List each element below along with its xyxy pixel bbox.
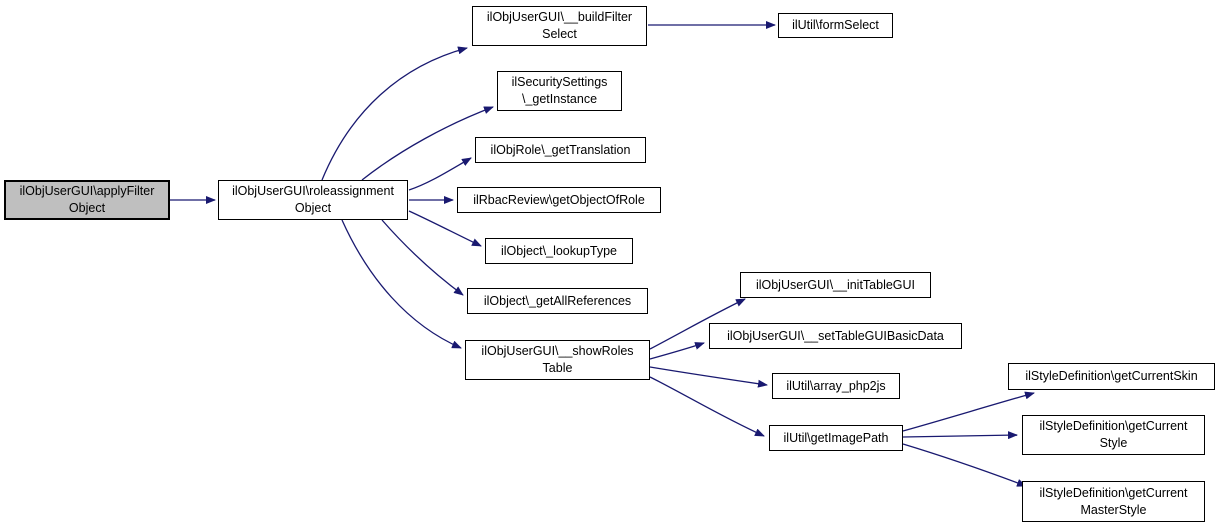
node-label-line: ilUtil\getImagePath <box>783 430 889 445</box>
edge-showrolestable-to-arrayphp2js <box>649 366 768 388</box>
node-label-line: ilObjUserGUI\__initTableGUI <box>755 277 916 292</box>
edge-showrolestable-to-inittablegui <box>649 298 746 350</box>
node-label-line: ilObjUserGUI\__setTableGUIBasicData <box>727 328 944 343</box>
node-ilstyledefinition-getcurrentmasterstyle[interactable]: ilStyleDefinition\getCurrent MasterStyle <box>1022 481 1205 522</box>
node-label-line: ilObjUserGUI\roleassignment <box>232 184 394 198</box>
node-label-line: \_getInstance <box>521 92 598 106</box>
node-label-line: ilRbacReview\getObjectOfRole <box>473 192 645 207</box>
node-label-line: ilStyleDefinition\getCurrent <box>1039 485 1188 500</box>
node-ilobjusergui-applyfilterobject[interactable]: ilObjUserGUI\applyFilter Object <box>4 180 170 220</box>
node-label-line: ilObjUserGUI\applyFilter <box>19 184 155 198</box>
node-ilobjusergui-inittablegui[interactable]: ilObjUserGUI\__initTableGUI <box>740 272 931 298</box>
node-ilutil-formselect[interactable]: ilUtil\formSelect <box>778 13 893 38</box>
node-label-line: ilStyleDefinition\getCurrentSkin <box>1025 369 1198 383</box>
node-label-line: ilStyleDefinition\getCurrent <box>1039 419 1188 433</box>
node-ilutil-getimagepath[interactable]: ilUtil\getImagePath <box>769 425 903 451</box>
node-ilstyledefinition-getcurrentskin[interactable]: ilStyleDefinition\getCurrentSkin <box>1008 363 1215 390</box>
node-label-line: Style <box>1099 436 1128 450</box>
edge-showrolestable-to-settableguibasicdata <box>649 342 705 360</box>
node-ilobject-lookuptype[interactable]: ilObject\_lookupType <box>485 238 633 264</box>
edge-roleassignment-to-gettranslation <box>408 157 472 191</box>
edge-getimagepath-to-getcurrentstyle <box>902 431 1018 440</box>
node-label-line: ilUtil\formSelect <box>792 18 879 32</box>
node-ilstyledefinition-getcurrentstyle[interactable]: ilStyleDefinition\getCurrent Style <box>1022 415 1205 455</box>
edge-showrolestable-to-getimagepath <box>649 376 765 437</box>
node-ilobjusergui-buildfilterselect[interactable]: ilObjUserGUI\__buildFilter Select <box>472 6 647 46</box>
edge-roleassignment-to-buildfilterselect <box>321 46 468 181</box>
node-label-line: Select <box>542 27 577 41</box>
node-label-line: ilObjRole\_getTranslation <box>490 142 631 157</box>
node-ilsecuritysettings-getinstance[interactable]: ilSecuritySettings \_getInstance <box>497 71 622 111</box>
edge-roleassignment-to-getinstance <box>361 106 494 181</box>
edge-roleassignment-to-lookuptype <box>408 210 482 247</box>
node-ilutil-arrayphp2js[interactable]: ilUtil\array_php2js <box>772 373 900 399</box>
edge-roleassignment-to-getallreferences <box>381 219 464 296</box>
node-ilobjusergui-showrolestable[interactable]: ilObjUserGUI\__showRoles Table <box>465 340 650 380</box>
edge-roleassignment-to-showrolestable <box>341 219 462 349</box>
node-ilobjusergui-roleassignmentobject[interactable]: ilObjUserGUI\roleassignment Object <box>218 180 408 220</box>
node-label-line: Table <box>542 361 573 375</box>
node-label-line: Object <box>294 201 332 215</box>
node-label-line: MasterStyle <box>1080 502 1147 517</box>
node-ilobjrole-gettranslation[interactable]: ilObjRole\_getTranslation <box>475 137 646 163</box>
node-ilobject-getallreferences[interactable]: ilObject\_getAllReferences <box>467 288 648 314</box>
edge-getimagepath-to-getcurrentmasterstyle <box>902 443 1027 487</box>
edge-getimagepath-to-getcurrentskin <box>902 391 1035 432</box>
node-label-line: Object <box>68 201 106 215</box>
node-label-line: ilObject\_lookupType <box>500 243 618 258</box>
node-label-line: ilUtil\array_php2js <box>786 378 886 393</box>
node-label-line: ilObjUserGUI\__buildFilter <box>486 10 633 24</box>
node-label-line: ilSecuritySettings <box>511 75 608 89</box>
node-label-line: ilObjUserGUI\__showRoles <box>481 344 634 358</box>
node-ilobjusergui-settableguibasicdata[interactable]: ilObjUserGUI\__setTableGUIBasicData <box>709 323 962 349</box>
node-ilrbacreview-getobjectofrole[interactable]: ilRbacReview\getObjectOfRole <box>457 187 661 213</box>
node-label-line: ilObject\_getAllReferences <box>483 293 632 308</box>
